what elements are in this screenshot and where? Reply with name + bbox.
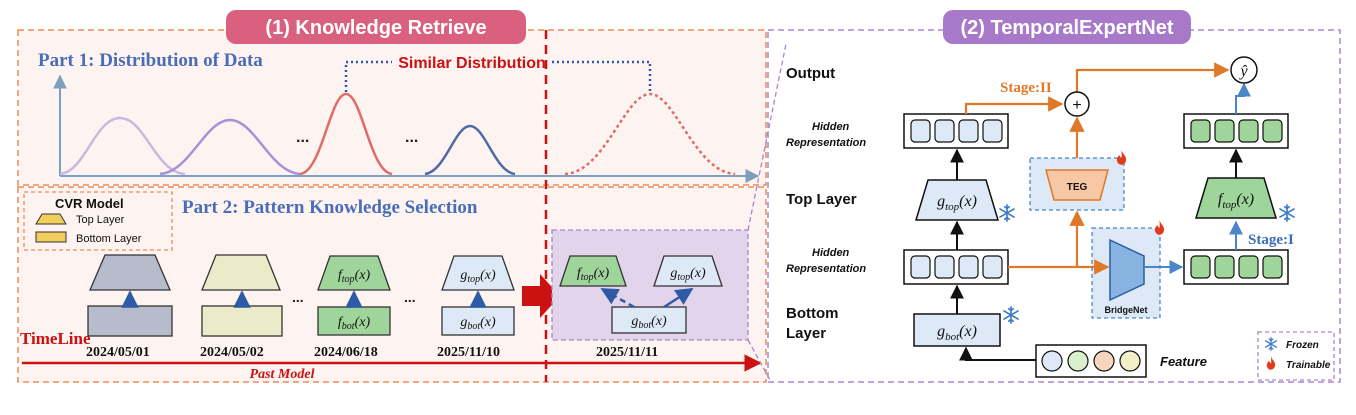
svg-text:ftop(x): ftop(x) xyxy=(1218,191,1254,211)
frozen-trainable-legend: Frozen Trainable xyxy=(1257,331,1335,381)
distribution-curve-1 xyxy=(59,116,186,176)
past-model-2024-05-02 xyxy=(201,254,283,337)
f-top-layer-frozen: ftop(x) xyxy=(1194,177,1295,222)
arrow-feature-to-gbot xyxy=(959,346,1036,361)
feature-input xyxy=(1035,344,1147,378)
svg-text:gtop(x): gtop(x) xyxy=(460,268,496,285)
representation-label-top: Representation xyxy=(786,137,866,149)
distribution-curve-2 xyxy=(159,118,301,176)
svg-text:ftop(x): ftop(x) xyxy=(338,268,371,285)
bottom-label: Bottom xyxy=(786,305,839,322)
svg-text:Top Layer: Top Layer xyxy=(76,214,125,226)
date-label-4: 2025/11/10 xyxy=(437,345,500,360)
arrow-hidden-to-plus xyxy=(964,96,1064,114)
sum-node: + xyxy=(1064,91,1090,117)
transfer-arrow xyxy=(522,274,560,318)
svg-text:fbot(x): fbot(x) xyxy=(338,315,371,332)
date-label-5: 2025/11/11 xyxy=(596,345,658,360)
svg-text:CVR Model: CVR Model xyxy=(55,196,124,211)
stage2-label: Stage:II xyxy=(1000,80,1052,96)
hidden-label-top: Hidden xyxy=(812,121,850,133)
current-model-2025-11-11: ftop(x) gtop(x) gbot(x) xyxy=(551,229,749,341)
bridgenet-trainable: BridgeNet xyxy=(1091,220,1165,319)
layer-label: Layer xyxy=(786,325,826,342)
similar-distribution-bracket: Similar Distribution xyxy=(344,55,652,92)
cvr-model-legend: CVR Model Top Layer Bottom Layer xyxy=(23,191,173,251)
svg-text:Similar Distribution: Similar Distribution xyxy=(398,55,546,72)
representation-label-bottom: Representation xyxy=(786,263,866,275)
svg-text:gbot(x): gbot(x) xyxy=(631,314,667,331)
svg-text:gtop(x): gtop(x) xyxy=(670,266,706,283)
distribution-curve-3 xyxy=(299,92,393,176)
output-prediction-node: ŷ xyxy=(1230,56,1258,84)
distribution-curve-5 xyxy=(564,92,736,176)
hidden-representation-bottom xyxy=(903,249,1009,285)
top-layer-label: Top Layer xyxy=(786,191,857,208)
feature-label: Feature xyxy=(1160,354,1207,369)
legend-bottom-layer-icon xyxy=(35,231,67,243)
ellipsis-3: ... xyxy=(292,289,304,305)
arrow-plus-to-output xyxy=(1075,62,1230,92)
svg-text:Frozen: Frozen xyxy=(1286,340,1319,351)
date-label-3: 2024/06/18 xyxy=(314,345,378,360)
past-model-2025-11-10: gtop(x) gbot(x) xyxy=(441,255,515,336)
svg-text:gbot(x): gbot(x) xyxy=(937,323,977,343)
svg-text:+: + xyxy=(1072,97,1081,114)
svg-text:Trainable: Trainable xyxy=(1286,360,1331,371)
ellipsis-4: ... xyxy=(404,289,416,305)
past-model-2024-05-01 xyxy=(87,254,173,337)
stage1-label: Stage:I xyxy=(1248,232,1294,248)
distribution-axes xyxy=(53,74,760,183)
distribution-curve-4 xyxy=(424,124,516,176)
svg-text:gtop(x): gtop(x) xyxy=(937,193,977,213)
distribution-title: Part 1: Distribution of Data xyxy=(38,50,263,71)
knowledge-retrieve-banner: (1) Knowledge Retrieve xyxy=(226,10,526,44)
date-label-2: 2024/05/02 xyxy=(200,345,264,360)
svg-text:Bottom Layer: Bottom Layer xyxy=(76,233,142,245)
output-label: Output xyxy=(786,65,835,82)
hidden-representation-top xyxy=(903,113,1009,149)
temporal-expert-net-banner: (2) TemporalExpertNet xyxy=(943,10,1191,44)
timeline-label: TimeLine xyxy=(20,329,91,348)
legend-top-layer-icon xyxy=(35,213,67,225)
past-model-2024-06-18: ftop(x) fbot(x) xyxy=(317,255,391,336)
svg-text:(1) Knowledge Retrieve: (1) Knowledge Retrieve xyxy=(265,17,486,39)
svg-text:TEG: TEG xyxy=(1067,182,1088,193)
svg-text:gbot(x): gbot(x) xyxy=(460,315,496,332)
g-top-layer-frozen: gtop(x) xyxy=(914,179,1015,222)
svg-text:(2) TemporalExpertNet: (2) TemporalExpertNet xyxy=(960,17,1173,39)
ellipsis-2: ... xyxy=(405,129,418,146)
pattern-selection-title: Part 2: Pattern Knowledge Selection xyxy=(182,197,478,218)
teg-trainable: TEG xyxy=(1029,150,1127,211)
hidden-label-bottom: Hidden xyxy=(812,247,850,259)
past-model-label: Past Model xyxy=(250,367,315,382)
svg-text:ftop(x): ftop(x) xyxy=(577,266,610,283)
hidden-representation-output xyxy=(1183,113,1289,149)
hidden-representation-stage1 xyxy=(1183,249,1289,285)
svg-text:ŷ: ŷ xyxy=(1238,63,1248,80)
arrow-hidden-to-output xyxy=(1235,82,1251,114)
part1-distribution-panel xyxy=(17,29,767,186)
ellipsis-1: ... xyxy=(296,129,309,146)
date-label-1: 2024/05/01 xyxy=(86,345,150,360)
svg-text:BridgeNet: BridgeNet xyxy=(1104,305,1147,315)
